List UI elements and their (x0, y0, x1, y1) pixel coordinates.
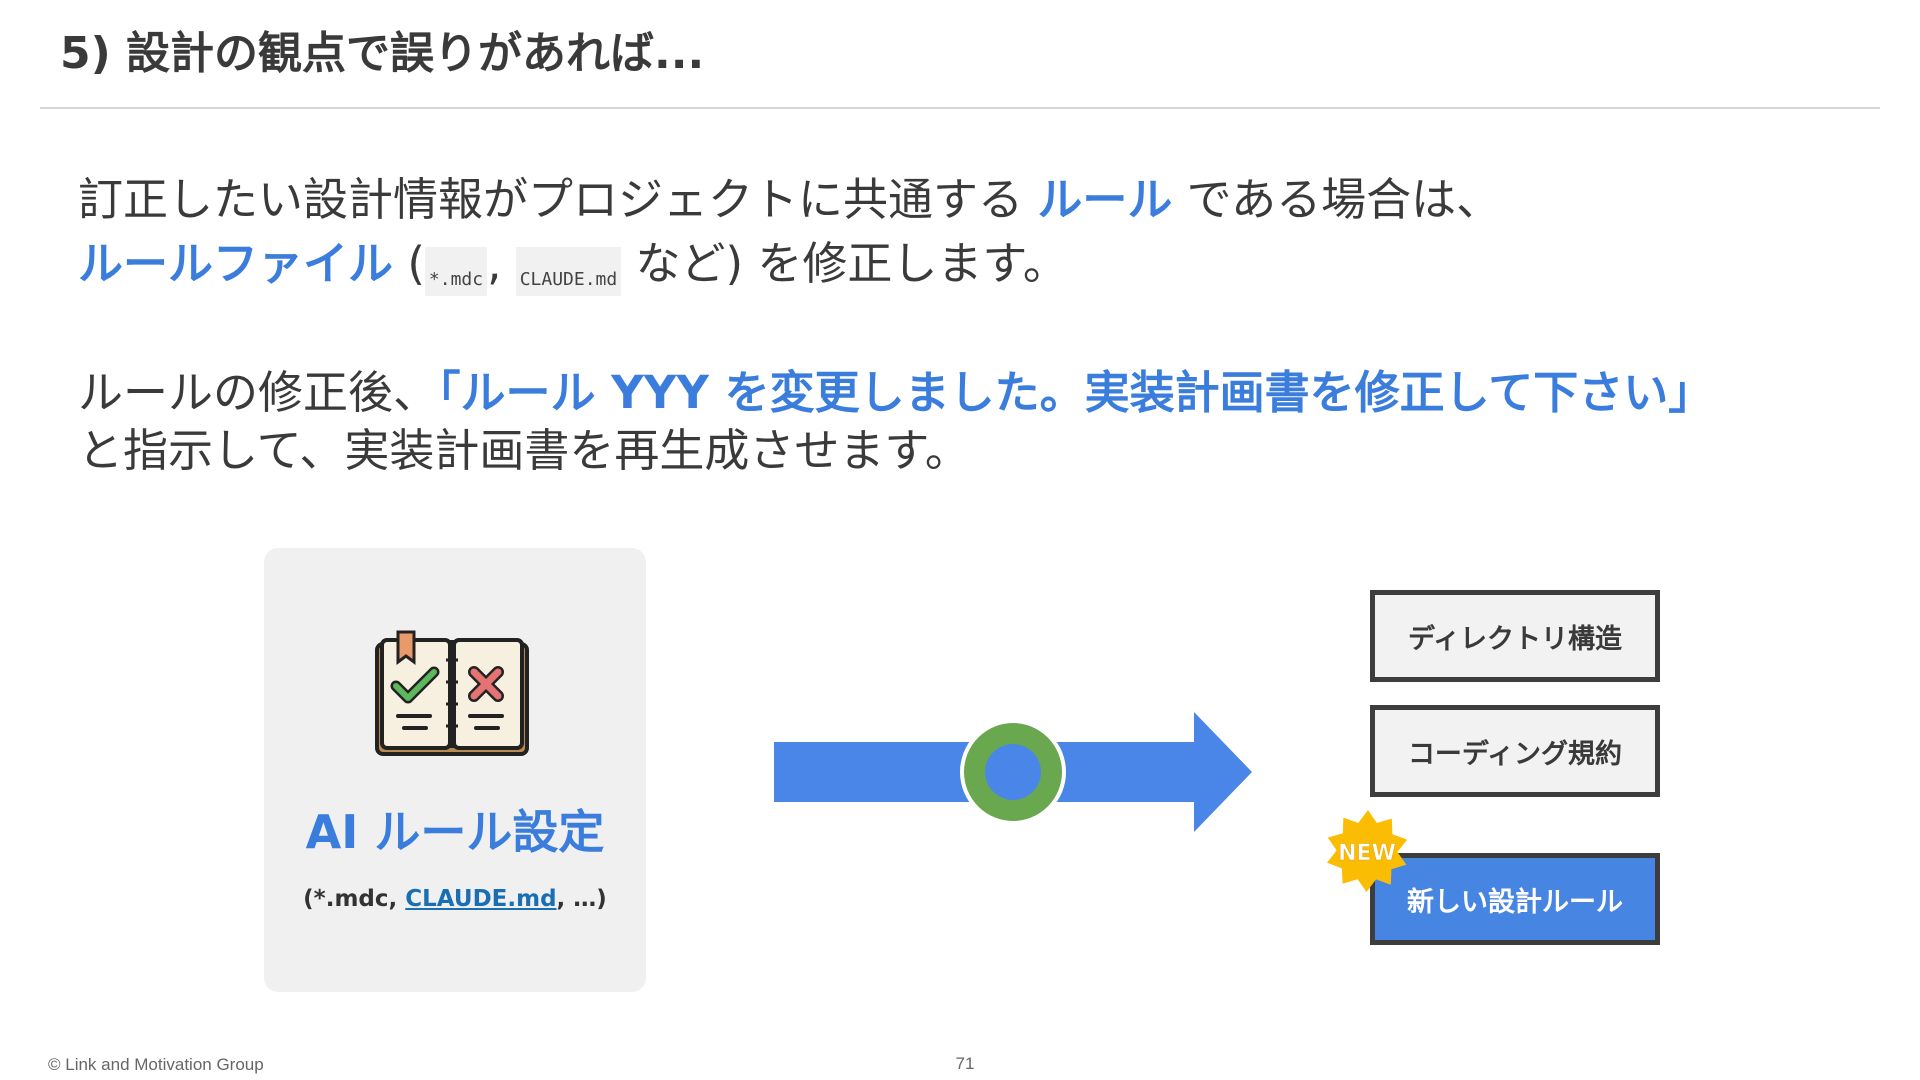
transform-arrow-icon (774, 712, 1252, 832)
instruction-paragraph-1: 訂正したい設計情報がプロジェクトに共通する ルール である場合は、 ルールファイ… (78, 168, 1501, 312)
para1-text-b: である場合は、 (1172, 173, 1502, 226)
footer-copyright: © Link and Motivation Group (48, 1055, 264, 1074)
rule-item-coding-conventions: コーディング規約 (1370, 705, 1660, 797)
instruction-paragraph-2: ルールの修正後、「ルール YYY を変更しました。実装計画書を修正して下さい」 … (78, 364, 1713, 480)
card-title: AI ルール設定 (305, 805, 605, 859)
para1-highlight-rule: ルール (1037, 173, 1173, 226)
para2-text-a: ルールの修正後、 (78, 366, 439, 419)
para1-text-a: 訂正したい設計情報がプロジェクトに共通する (78, 173, 1038, 226)
para1-paren-open: ( (393, 237, 425, 290)
para2-highlight-prompt: 「ルール YYY を変更しました。実装計画書を修正して下さい」 (438, 366, 1714, 419)
code-mdc: *.mdc (424, 247, 488, 296)
card-subtitle: (*.mdc, CLAUDE.md, …) (264, 886, 646, 912)
ai-rule-settings-card: AI ルール設定 (*.mdc, CLAUDE.md, …) (264, 548, 646, 992)
slide-title: 5) 設計の観点で誤りがあれば... (60, 28, 705, 79)
new-badge-label: NEW (1338, 841, 1396, 866)
para2-text-b: と指示して、実装計画書を再生成させます。 (78, 424, 970, 477)
title-divider (40, 107, 1880, 109)
para1-separator: , (487, 237, 516, 290)
rule-item-new-design-rule: 新しい設計ルール (1370, 853, 1660, 945)
rule-book-icon (375, 630, 529, 756)
code-claude-md: CLAUDE.md (515, 247, 622, 296)
new-badge-icon: NEW (1327, 810, 1408, 892)
claude-md-link[interactable]: CLAUDE.md (405, 886, 557, 912)
card-subtitle-close: , …) (556, 886, 607, 912)
page-number: 71 (955, 1054, 975, 1073)
para1-text-c: など) を修正します。 (621, 237, 1068, 290)
para1-highlight-rule-file: ルールファイル (78, 237, 394, 290)
card-subtitle-open: (*.mdc, (303, 886, 406, 912)
rule-item-directory-structure: ディレクトリ構造 (1370, 590, 1660, 682)
